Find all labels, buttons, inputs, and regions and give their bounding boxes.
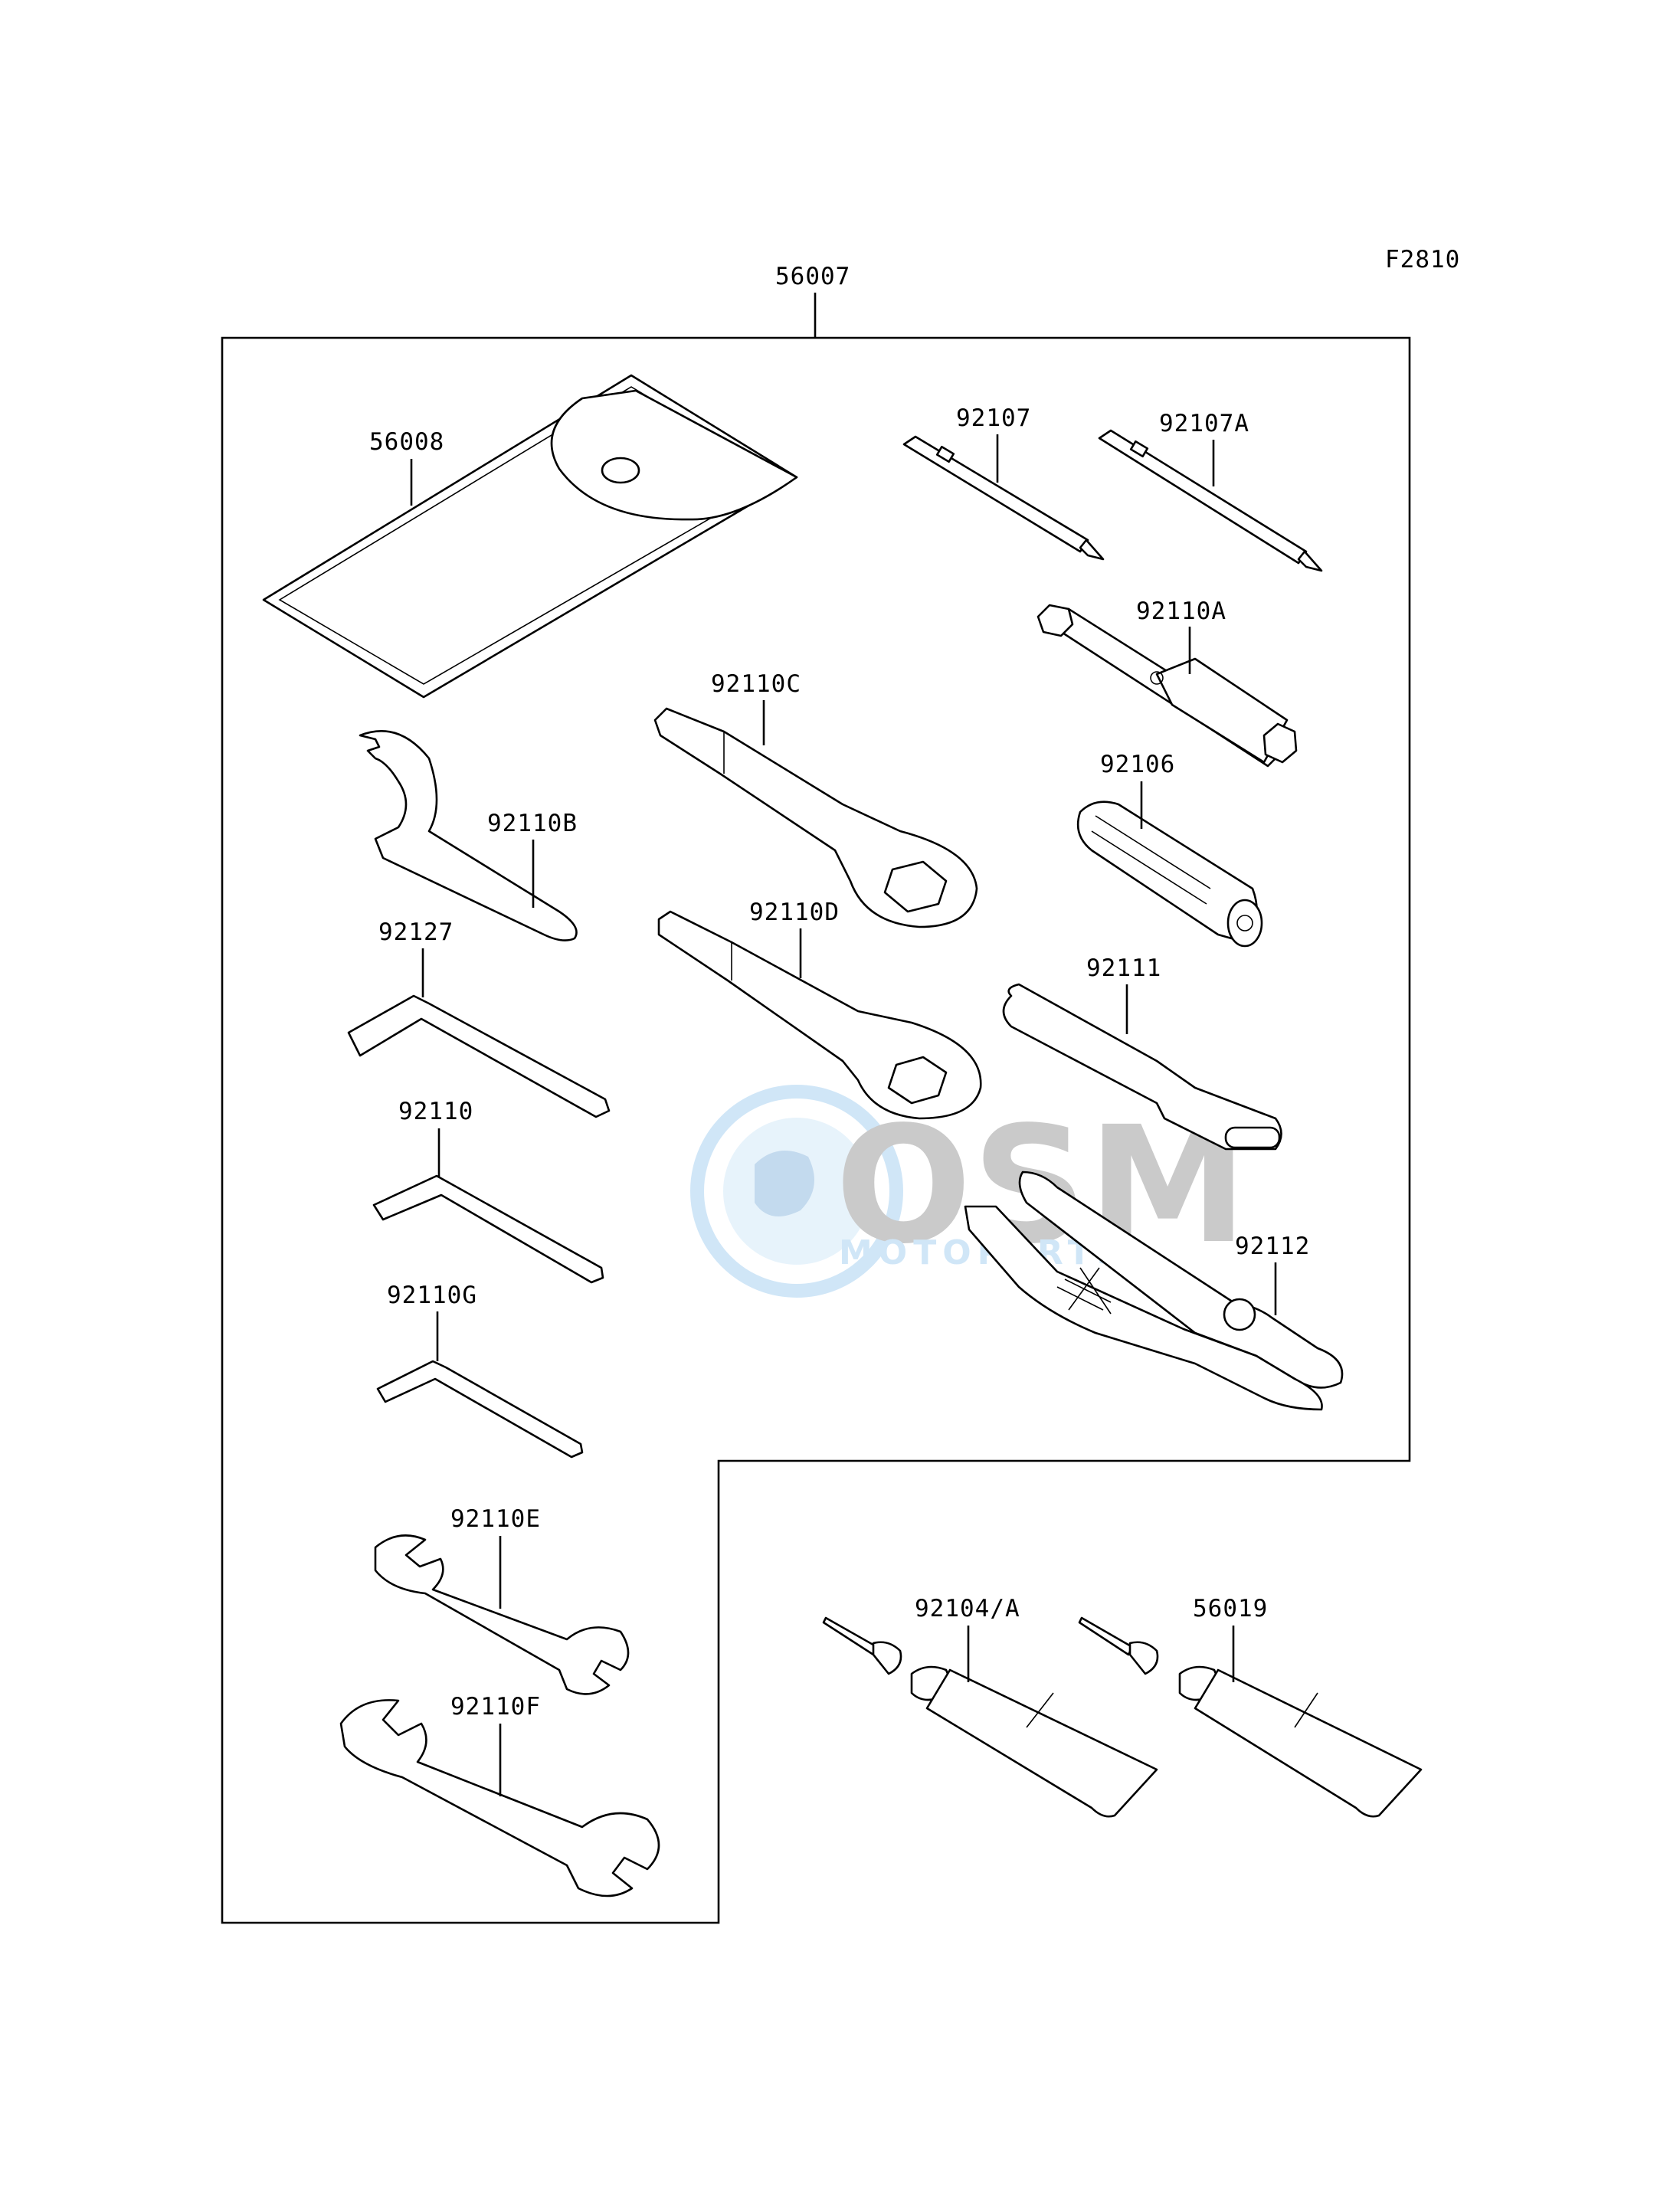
label-92110A: 92110A (1136, 598, 1226, 625)
figure-code: F2810 (1385, 246, 1460, 273)
label-92111: 92111 (1086, 954, 1161, 982)
label-56008: 56008 (369, 428, 444, 456)
label-92110C: 92110C (711, 670, 801, 698)
screwdriver-bit-icon (1098, 429, 1323, 572)
pliers-icon (964, 1171, 1344, 1411)
label-92110F: 92110F (450, 1693, 541, 1721)
label-92110D: 92110D (749, 899, 840, 926)
label-92107A: 92107A (1159, 410, 1249, 437)
grease-tube-icon (1078, 1616, 1423, 1818)
hex-key-icon (372, 1174, 604, 1284)
label-92112: 92112 (1235, 1233, 1310, 1260)
label-92110G: 92110G (387, 1282, 477, 1309)
open-end-wrench-icon (339, 1699, 660, 1897)
grease-tube-icon (822, 1616, 1158, 1818)
spark-plug-socket-icon (1036, 604, 1298, 768)
label-92110B: 92110B (487, 810, 578, 837)
hex-key-icon (376, 1360, 584, 1459)
socket-handle-icon (1076, 801, 1263, 948)
box-end-wrench-icon (657, 910, 982, 1120)
label-92104A: 92104/A (915, 1595, 1020, 1622)
hook-spanner-icon (359, 729, 578, 941)
tommy-bar-icon (1002, 983, 1282, 1151)
screwdriver-bit-icon (902, 435, 1105, 561)
box-end-wrench-icon (653, 707, 978, 928)
open-end-wrench-icon (374, 1534, 630, 1695)
label-92107: 92107 (956, 404, 1031, 432)
label-92106: 92106 (1100, 751, 1175, 778)
label-92127: 92127 (378, 918, 454, 946)
label-92110: 92110 (398, 1098, 473, 1125)
assembly-label: 56007 (775, 263, 850, 290)
label-92110E: 92110E (450, 1505, 541, 1533)
kit-boundary (221, 336, 1411, 1924)
label-56019: 56019 (1193, 1595, 1268, 1622)
tool-pouch-icon (262, 374, 798, 699)
hex-key-icon (347, 994, 611, 1118)
